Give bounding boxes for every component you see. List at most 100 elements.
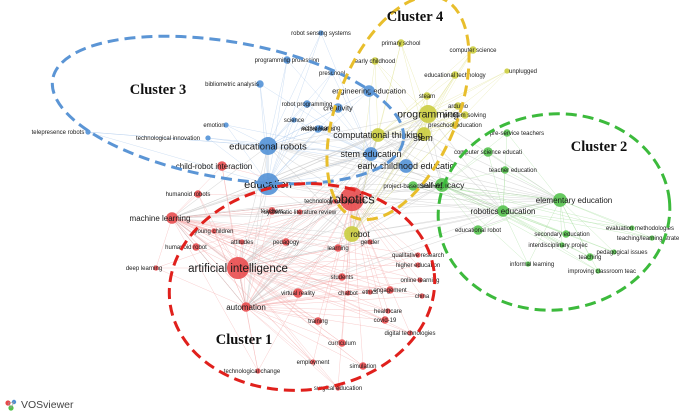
node-arduino[interactable] bbox=[454, 102, 462, 110]
node-improving-classroom-teaching[interactable] bbox=[595, 268, 601, 274]
node-humanoid-robot[interactable] bbox=[192, 243, 200, 251]
label-bibliometric-analysis: bibliometric analysis bbox=[205, 82, 259, 88]
node-training[interactable] bbox=[314, 317, 322, 325]
link-124 bbox=[351, 198, 419, 256]
node-students[interactable] bbox=[338, 273, 346, 281]
node-technological-change[interactable] bbox=[255, 368, 261, 374]
node-robot-sensing-systems[interactable] bbox=[318, 30, 324, 36]
label-educational-technology: educational technology bbox=[424, 73, 485, 79]
node-computer-science-education[interactable] bbox=[483, 147, 493, 157]
node-problem-solving[interactable] bbox=[461, 111, 469, 119]
node-gender[interactable] bbox=[367, 239, 373, 245]
node-interdisciplinary-project[interactable] bbox=[559, 242, 565, 248]
node-stem-education[interactable] bbox=[364, 147, 378, 161]
link-57 bbox=[171, 217, 391, 291]
node-steam[interactable] bbox=[423, 92, 431, 100]
link-360 bbox=[351, 210, 504, 235]
node-teaching-learning-strategies[interactable] bbox=[649, 235, 655, 241]
node-educational-technology[interactable] bbox=[451, 71, 459, 79]
node-chatbot[interactable] bbox=[345, 290, 351, 296]
label-technological-change: technological change bbox=[224, 369, 281, 375]
label-teacher-education: teacher education bbox=[489, 168, 537, 174]
node-artificial-intelligence[interactable] bbox=[226, 256, 250, 280]
node-online-learning[interactable] bbox=[417, 277, 423, 283]
node-pedagogical-issues[interactable] bbox=[611, 249, 617, 255]
labels-layer: artificial intelligenceroboticsrobotmach… bbox=[32, 31, 680, 392]
link-254 bbox=[502, 210, 563, 246]
node-young-children[interactable] bbox=[211, 228, 217, 234]
link-337 bbox=[370, 133, 425, 155]
node-early-childhood[interactable] bbox=[371, 57, 379, 65]
node-robot[interactable] bbox=[344, 226, 360, 242]
node-unplugged[interactable] bbox=[504, 68, 510, 74]
node-qualitative-research[interactable] bbox=[415, 252, 421, 258]
node-pedagogy[interactable] bbox=[282, 238, 290, 246]
label-telepresence-robots: telepresence robots bbox=[32, 130, 85, 136]
node-robot-programming[interactable] bbox=[303, 100, 311, 108]
node-teaching[interactable] bbox=[586, 253, 594, 261]
link-71 bbox=[237, 267, 349, 294]
vosviewer-logo: VOSviewer bbox=[4, 398, 74, 412]
node-elementary-education[interactable] bbox=[553, 193, 567, 207]
node-engineering-education[interactable] bbox=[363, 85, 375, 97]
node-higher-education[interactable] bbox=[415, 262, 421, 268]
label-creativity: creativity bbox=[323, 104, 353, 113]
node-engagement[interactable] bbox=[386, 286, 394, 294]
node-science[interactable] bbox=[291, 117, 297, 123]
node-humanoid-robots[interactable] bbox=[194, 190, 202, 198]
node-healthcare[interactable] bbox=[385, 308, 391, 314]
node-educational-robot[interactable] bbox=[473, 225, 483, 235]
label-interdisciplinary-project: interdisciplinary projec bbox=[528, 243, 587, 249]
label-evaluation-methodologies: evaluation methodologies bbox=[606, 226, 674, 232]
node-computer-science[interactable] bbox=[469, 46, 477, 54]
node-automation[interactable] bbox=[241, 302, 251, 312]
label-educational-robot: educational robot bbox=[455, 228, 501, 234]
node-pre-service-teachers[interactable] bbox=[503, 129, 511, 137]
link-31 bbox=[237, 267, 314, 363]
link-287 bbox=[245, 198, 353, 308]
node-curriculum[interactable] bbox=[338, 339, 346, 347]
node-early-childhood-education[interactable] bbox=[399, 159, 413, 173]
node-educational-robots[interactable] bbox=[259, 137, 277, 155]
link-118 bbox=[245, 200, 336, 308]
node-primary-school[interactable] bbox=[397, 39, 405, 47]
node-project-based-learning[interactable] bbox=[408, 181, 418, 191]
node-machine-learning[interactable] bbox=[166, 212, 178, 224]
label-early-childhood-education: early childhood educatio bbox=[357, 161, 454, 171]
node-programming-profession[interactable] bbox=[283, 56, 291, 64]
link-244 bbox=[441, 132, 508, 186]
node-bibliometric-analysis[interactable] bbox=[256, 80, 264, 88]
node-covid-19[interactable] bbox=[381, 316, 389, 324]
node-systematic-literature-review[interactable] bbox=[297, 209, 303, 215]
node-emotion[interactable] bbox=[223, 122, 229, 128]
node-virtual-reality[interactable] bbox=[293, 288, 303, 298]
node-teachers[interactable] bbox=[268, 207, 276, 215]
node-technology-acceptance[interactable] bbox=[332, 198, 338, 204]
node-programming[interactable] bbox=[419, 105, 437, 123]
node-secondary-education[interactable] bbox=[562, 230, 570, 238]
node-ethics[interactable] bbox=[367, 289, 373, 295]
node-child-robot-interaction[interactable] bbox=[217, 161, 227, 171]
node-robotics-education[interactable] bbox=[497, 205, 509, 217]
node-attitudes[interactable] bbox=[239, 239, 245, 245]
node-informal-learning[interactable] bbox=[525, 261, 531, 267]
node-active-learning[interactable] bbox=[318, 125, 324, 131]
link-155 bbox=[306, 103, 372, 155]
node-computational-thinking[interactable] bbox=[371, 128, 385, 142]
label-secondary-education: secondary education bbox=[534, 232, 589, 238]
node-robotics[interactable] bbox=[339, 186, 365, 212]
node-simulation[interactable] bbox=[359, 362, 367, 370]
link-97 bbox=[171, 217, 215, 232]
label-robotics-education: robotics education bbox=[471, 207, 536, 216]
node-digital-technologies[interactable] bbox=[407, 330, 413, 336]
node-technological-innovation[interactable] bbox=[205, 135, 211, 141]
link-277 bbox=[237, 145, 269, 269]
node-deep-learning[interactable] bbox=[153, 265, 159, 271]
node-employment[interactable] bbox=[310, 359, 316, 365]
node-teacher-education[interactable] bbox=[501, 166, 509, 174]
link-96 bbox=[213, 198, 353, 232]
node-stem[interactable] bbox=[417, 127, 431, 141]
node-china[interactable] bbox=[419, 293, 425, 299]
node-evaluation-methodologies[interactable] bbox=[629, 225, 635, 231]
node-learning[interactable] bbox=[334, 244, 342, 252]
